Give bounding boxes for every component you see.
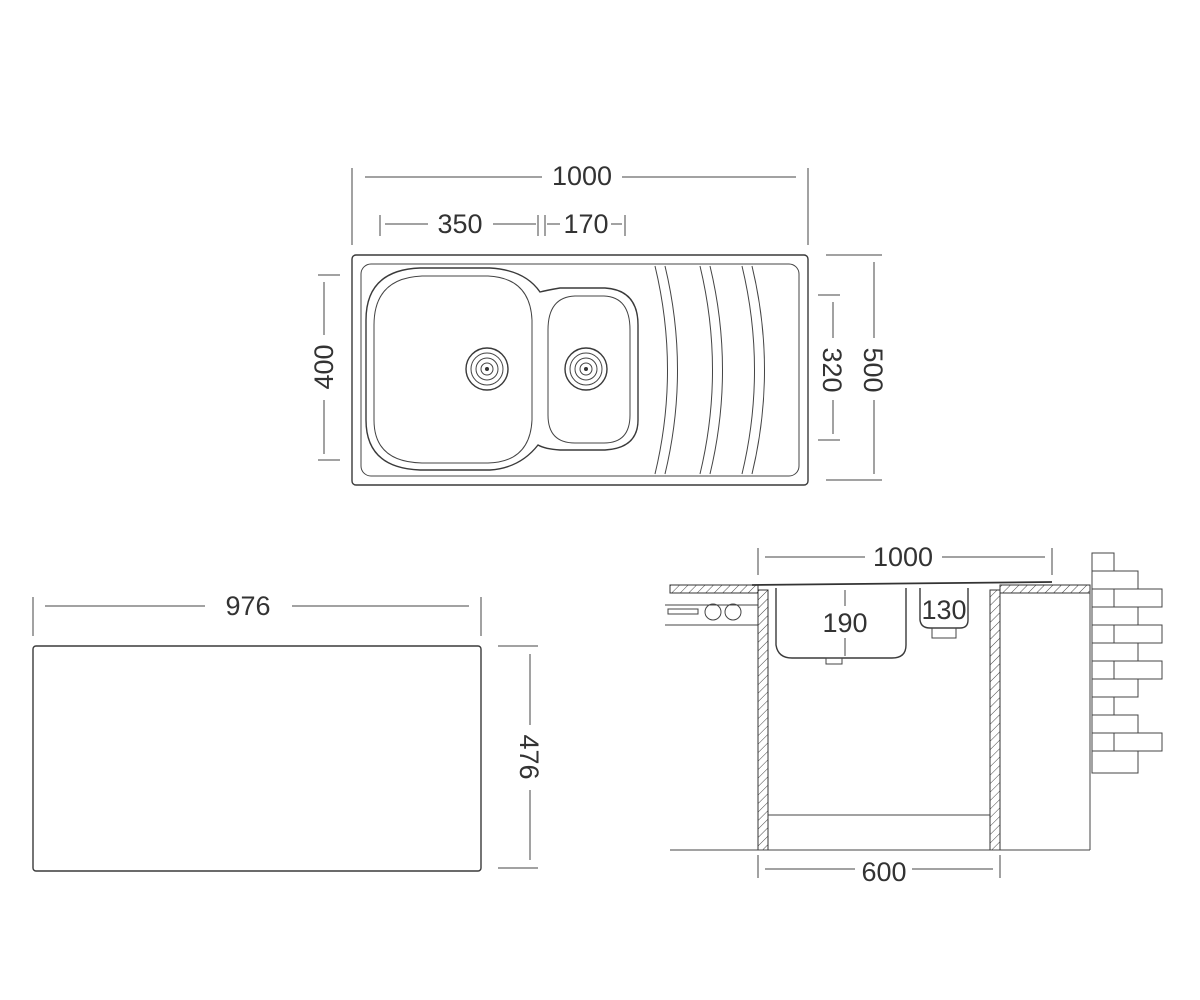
sink-inner-rim — [360, 263, 800, 477]
dim-bowl-height: 400 — [309, 274, 340, 461]
dim-label-600: 600 — [861, 857, 906, 887]
bowl-small-inner — [547, 295, 631, 444]
section-view: 1000 190 130 600 — [665, 542, 1163, 887]
sink-outer-rim — [351, 254, 809, 486]
dim-label-190: 190 — [822, 608, 867, 638]
drawer-handle — [667, 608, 699, 615]
cutout-view: 976 476 — [32, 591, 544, 872]
dim-label-320: 320 — [817, 347, 847, 392]
dim-bowl-widths: 350 170 — [379, 209, 626, 239]
drawer-knob-2 — [724, 603, 742, 621]
drain-small — [564, 347, 608, 391]
bowl-large-inner — [373, 275, 533, 464]
section-drain-small — [931, 627, 957, 639]
cutout-rectangle — [32, 645, 482, 872]
dim-overall-depth: 500 — [826, 254, 888, 481]
dim-cutout-width: 976 — [32, 591, 482, 636]
dim-label-500: 500 — [858, 347, 888, 392]
dim-inner-height: 320 — [817, 294, 847, 441]
bowl-outline-outer — [365, 267, 639, 471]
section-drain-large — [825, 657, 843, 665]
dim-cutout-depth: 476 — [498, 645, 544, 869]
drain-large — [465, 347, 509, 391]
dim-cabinet-width: 600 — [757, 855, 1001, 887]
dim-overall-width: 1000 — [351, 161, 809, 245]
dim-section-width: 1000 — [757, 542, 1053, 575]
dim-label-400: 400 — [309, 344, 339, 389]
dim-label-350: 350 — [437, 209, 482, 239]
drawer-knob-1 — [704, 603, 722, 621]
top-view: 1000 350 170 400 — [309, 161, 888, 486]
cabinet-wall-right — [989, 589, 1001, 851]
countertop-left — [669, 584, 759, 594]
dim-label-476: 476 — [514, 734, 544, 779]
dim-label-1000: 1000 — [552, 161, 612, 191]
dim-label-section-1000: 1000 — [873, 542, 933, 572]
dim-label-170: 170 — [563, 209, 608, 239]
brick-wall — [1091, 552, 1163, 774]
countertop-right — [999, 584, 1091, 594]
drainboard-ribs — [654, 265, 765, 475]
sink-top-edge — [751, 581, 1053, 586]
cabinet-wall-left — [757, 589, 769, 851]
dim-label-130: 130 — [921, 595, 966, 625]
dim-label-976: 976 — [225, 591, 270, 621]
